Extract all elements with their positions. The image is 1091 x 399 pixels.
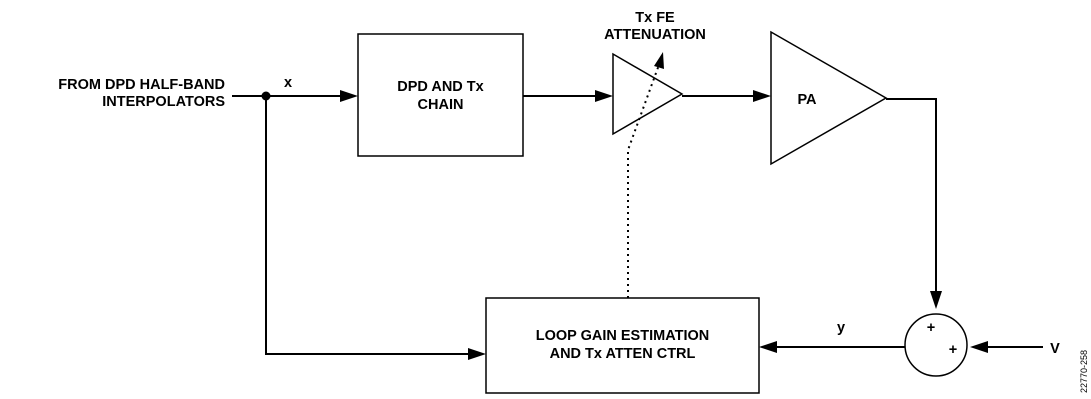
pa-output-line: [886, 98, 937, 296]
attenuator-triangle: [612, 52, 684, 136]
loop-block-line2: AND Tx ATTEN CTRL: [550, 346, 696, 362]
signal-y-label: y: [837, 320, 845, 336]
signal-x-label: x: [284, 75, 292, 91]
loop-gain-block: [485, 297, 760, 394]
signal-v-label: V: [1050, 341, 1060, 357]
pa-label: PA: [797, 92, 817, 108]
arrow-to-attenuator: [595, 90, 613, 102]
summer-plus-right: +: [949, 342, 957, 358]
input-label-line2: INTERPOLATORS: [102, 94, 225, 110]
attenuator-label-line2: ATTENUATION: [604, 27, 706, 43]
arrow-to-dpd: [340, 90, 358, 102]
input-label-line1: FROM DPD HALF-BAND: [58, 77, 225, 93]
loop-block-line1: LOOP GAIN ESTIMATION: [536, 328, 709, 344]
x-feedback-line: [265, 96, 472, 355]
attenuator-label-line1: Tx FE: [635, 10, 675, 26]
pa-triangle: [770, 30, 888, 166]
arrow-to-pa: [753, 90, 771, 102]
control-arrow-head: [654, 52, 664, 69]
arrow-to-summer: [930, 291, 942, 309]
dpd-block: [357, 33, 524, 157]
dpd-block-line2: CHAIN: [418, 97, 464, 113]
arrow-to-loop-block: [468, 348, 486, 360]
dpd-block-line1: DPD AND Tx: [397, 79, 483, 95]
arrow-v-to-summer: [970, 341, 988, 353]
summer-plus-top: +: [927, 320, 935, 336]
figure-id: 22770-258: [1079, 350, 1089, 393]
arrow-to-loop-block-y: [759, 341, 777, 353]
summer-circle: [904, 313, 968, 377]
atten-control-dotted-line: [627, 61, 661, 298]
